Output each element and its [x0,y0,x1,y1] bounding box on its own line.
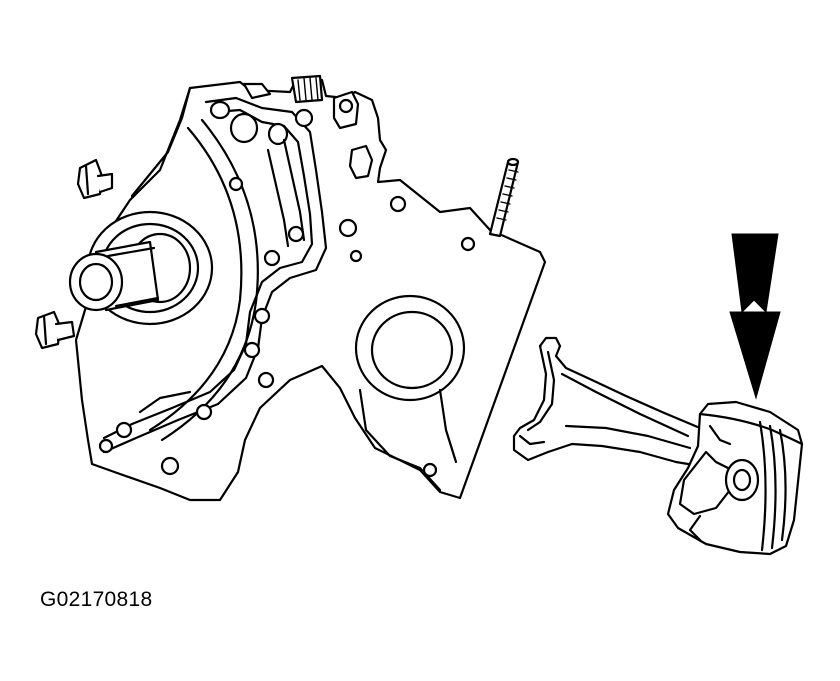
block-stud-upper [76,158,114,200]
piston [666,400,804,556]
cylinder-bore [354,294,466,492]
dipstick-stud [488,157,520,238]
engine-block-cover [34,74,547,502]
block-stud-lower [34,310,76,350]
top-fittings [242,74,374,180]
crankshaft-nose [68,210,214,326]
cover-bolt-holes [98,100,476,478]
figure-code: G02170818 [40,588,153,611]
down-arrow-icon [729,233,781,400]
connecting-rod-piston [512,336,804,556]
